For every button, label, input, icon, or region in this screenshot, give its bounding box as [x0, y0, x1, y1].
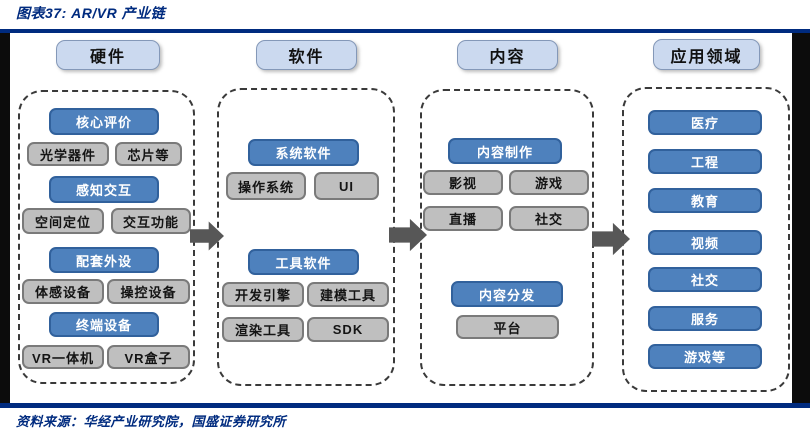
node-spatial-positioning: 空间定位: [22, 208, 104, 234]
node-control-device: 操控设备: [107, 279, 190, 304]
node-operating-system: 操作系统: [226, 172, 306, 200]
node-perception-interaction: 感知交互: [49, 176, 159, 203]
node-games-etc: 游戏等: [648, 344, 762, 369]
node-medical: 医疗: [648, 110, 762, 135]
node-live-streaming: 直播: [423, 206, 503, 231]
node-sdk: SDK: [307, 317, 389, 342]
node-content-production: 内容制作: [448, 138, 562, 164]
column-header-hardware: 硬件: [56, 40, 160, 70]
node-tool-software: 工具软件: [248, 249, 359, 275]
node-terminal-device: 终端设备: [49, 312, 159, 337]
node-core-evaluation: 核心评价: [49, 108, 159, 135]
arrow-right-icon: [190, 221, 224, 251]
node-ui: UI: [314, 172, 379, 200]
node-platform: 平台: [456, 315, 559, 339]
node-interaction-function: 交互功能: [111, 208, 191, 234]
node-service: 服务: [648, 306, 762, 331]
content-group-outline: [420, 89, 594, 386]
column-header-content: 内容: [457, 40, 558, 70]
node-social-app: 社交: [648, 267, 762, 292]
node-vr-box: VR盒子: [107, 345, 190, 369]
node-rendering-tool: 渲染工具: [222, 317, 304, 342]
arrow-right-icon: [592, 222, 630, 256]
column-header-software: 软件: [256, 40, 357, 70]
node-game: 游戏: [509, 170, 589, 195]
column-header-applications: 应用领域: [653, 39, 760, 70]
source-note: 资料来源：华经产业研究院，国盛证券研究所: [16, 414, 287, 429]
node-modeling-tool: 建模工具: [307, 282, 389, 307]
top-rule: [0, 29, 810, 33]
node-education: 教育: [648, 188, 762, 213]
bottom-rule: [0, 403, 810, 408]
node-engineering: 工程: [648, 149, 762, 174]
node-system-software: 系统软件: [248, 139, 359, 166]
node-video: 视频: [648, 230, 762, 255]
node-peripherals: 配套外设: [49, 247, 159, 273]
node-film-tv: 影视: [423, 170, 503, 195]
node-motion-sensing-device: 体感设备: [22, 279, 104, 304]
node-dev-engine: 开发引擎: [222, 282, 304, 307]
node-vr-all-in-one: VR一体机: [22, 345, 104, 369]
node-optical-components: 光学器件: [27, 142, 109, 166]
left-black-border: [0, 33, 10, 403]
arrow-right-icon: [389, 218, 427, 252]
node-content-distribution: 内容分发: [451, 281, 563, 307]
node-social: 社交: [509, 206, 589, 231]
right-black-border: [792, 33, 810, 403]
node-chips: 芯片等: [115, 142, 182, 166]
figure-title: 图表37: AR/VR 产业链: [16, 5, 166, 21]
